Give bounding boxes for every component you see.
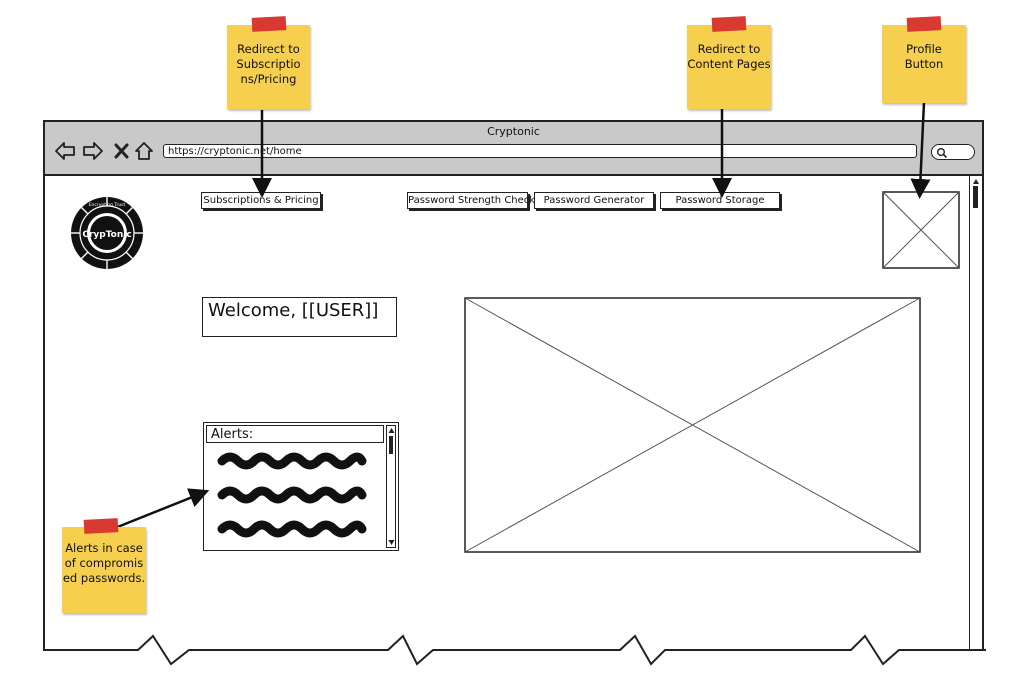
alert-scribble-lines	[217, 452, 367, 538]
cryptonic-logo[interactable]: CrypTonic Encrypting Trust	[70, 196, 144, 270]
password-strength-check-button[interactable]: Password Strength Check	[407, 192, 535, 209]
welcome-heading: Welcome, [[USER]]	[202, 297, 397, 337]
alerts-panel: Alerts:	[203, 422, 399, 551]
password-generator-button[interactable]: Password Generator	[534, 192, 654, 209]
forward-arrow-icon[interactable]	[82, 140, 104, 162]
alerts-scroll-down-icon[interactable]	[388, 539, 395, 546]
note-text: Alerts in case of compromis ed passwords…	[62, 541, 146, 585]
note-text: Redirect to Content Pages	[687, 42, 771, 71]
tape	[906, 16, 942, 32]
logo-text: CrypTonic	[82, 230, 131, 240]
note-redirect-content: Redirect to Content Pages	[687, 16, 771, 109]
browser-search-field[interactable]	[931, 144, 975, 160]
profile-button[interactable]	[882, 191, 960, 269]
alerts-scroll-thumb[interactable]	[389, 436, 393, 454]
window-title: Cryptonic	[487, 125, 540, 138]
note-profile-button: Profile Button	[882, 16, 966, 103]
tape	[711, 16, 747, 32]
tape	[251, 16, 286, 32]
tape	[83, 518, 118, 534]
back-arrow-icon[interactable]	[54, 140, 76, 162]
scrollbar-thumb[interactable]	[973, 186, 978, 208]
alerts-header: Alerts:	[206, 425, 384, 443]
page-scrollbar[interactable]	[969, 176, 982, 650]
home-icon[interactable]	[133, 140, 155, 162]
url-input[interactable]: https://cryptonic.net/home	[163, 144, 917, 158]
logo-ring-text: Encrypting Trust	[89, 202, 126, 208]
alerts-scrollbar[interactable]	[386, 425, 396, 548]
search-icon	[937, 148, 948, 159]
browser-toolbar: Cryptonic https://cryptonic.net/home	[43, 120, 984, 176]
note-redirect-subscriptions: Redirect to Subscriptio ns/Pricing	[227, 16, 310, 109]
main-image-placeholder	[464, 297, 921, 553]
note-text: Profile Button	[904, 42, 944, 71]
alerts-scroll-up-icon[interactable]	[388, 427, 395, 434]
torn-page-edge	[43, 634, 986, 666]
close-icon[interactable]	[111, 140, 133, 162]
scroll-up-arrow-icon[interactable]	[972, 177, 980, 185]
note-text: Redirect to Subscriptio ns/Pricing	[236, 42, 301, 86]
note-alerts: Alerts in case of compromis ed passwords…	[62, 518, 146, 613]
